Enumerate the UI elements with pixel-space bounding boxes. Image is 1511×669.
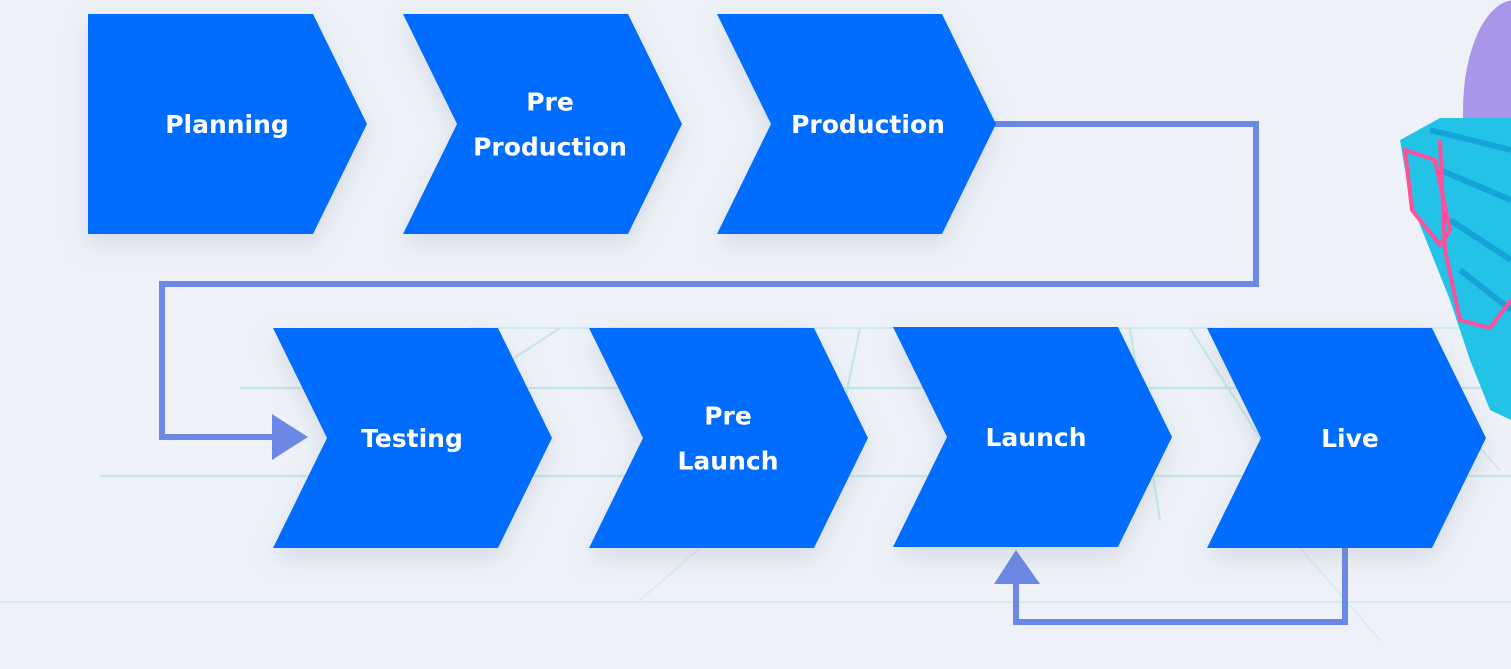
chevron-shape — [273, 328, 552, 548]
stage-label: Live — [1321, 424, 1379, 453]
connectors — [159, 121, 1348, 625]
stage-label: Pre — [526, 88, 574, 117]
stage-label: Launch — [677, 447, 778, 476]
stage-label: Pre — [704, 402, 752, 431]
pixel-mascot-icon — [1400, 0, 1511, 420]
chevron-shape — [1207, 328, 1486, 548]
stage-testing: Testing — [273, 328, 552, 548]
arrow-right-icon — [272, 414, 308, 460]
connector-live-to-launch — [1013, 548, 1348, 625]
stage-launch: Launch — [893, 327, 1172, 547]
stage-label: Launch — [985, 423, 1086, 452]
arrow-up-icon — [994, 550, 1040, 584]
stage-production: Production — [717, 14, 996, 234]
stage-label: Planning — [165, 110, 289, 139]
chevron-shape — [717, 14, 996, 234]
stage-label: Production — [791, 110, 945, 139]
chevron-shape — [403, 14, 682, 234]
connector-production-to-testing — [159, 121, 1259, 440]
chevron-shape — [893, 327, 1172, 547]
stage-live: Live — [1207, 328, 1486, 548]
stage-planning: Planning — [88, 14, 367, 234]
chevron-shape — [589, 328, 868, 548]
chevron-shape — [88, 14, 367, 234]
stage-label: Testing — [361, 424, 463, 453]
stage-label: Production — [473, 133, 627, 162]
